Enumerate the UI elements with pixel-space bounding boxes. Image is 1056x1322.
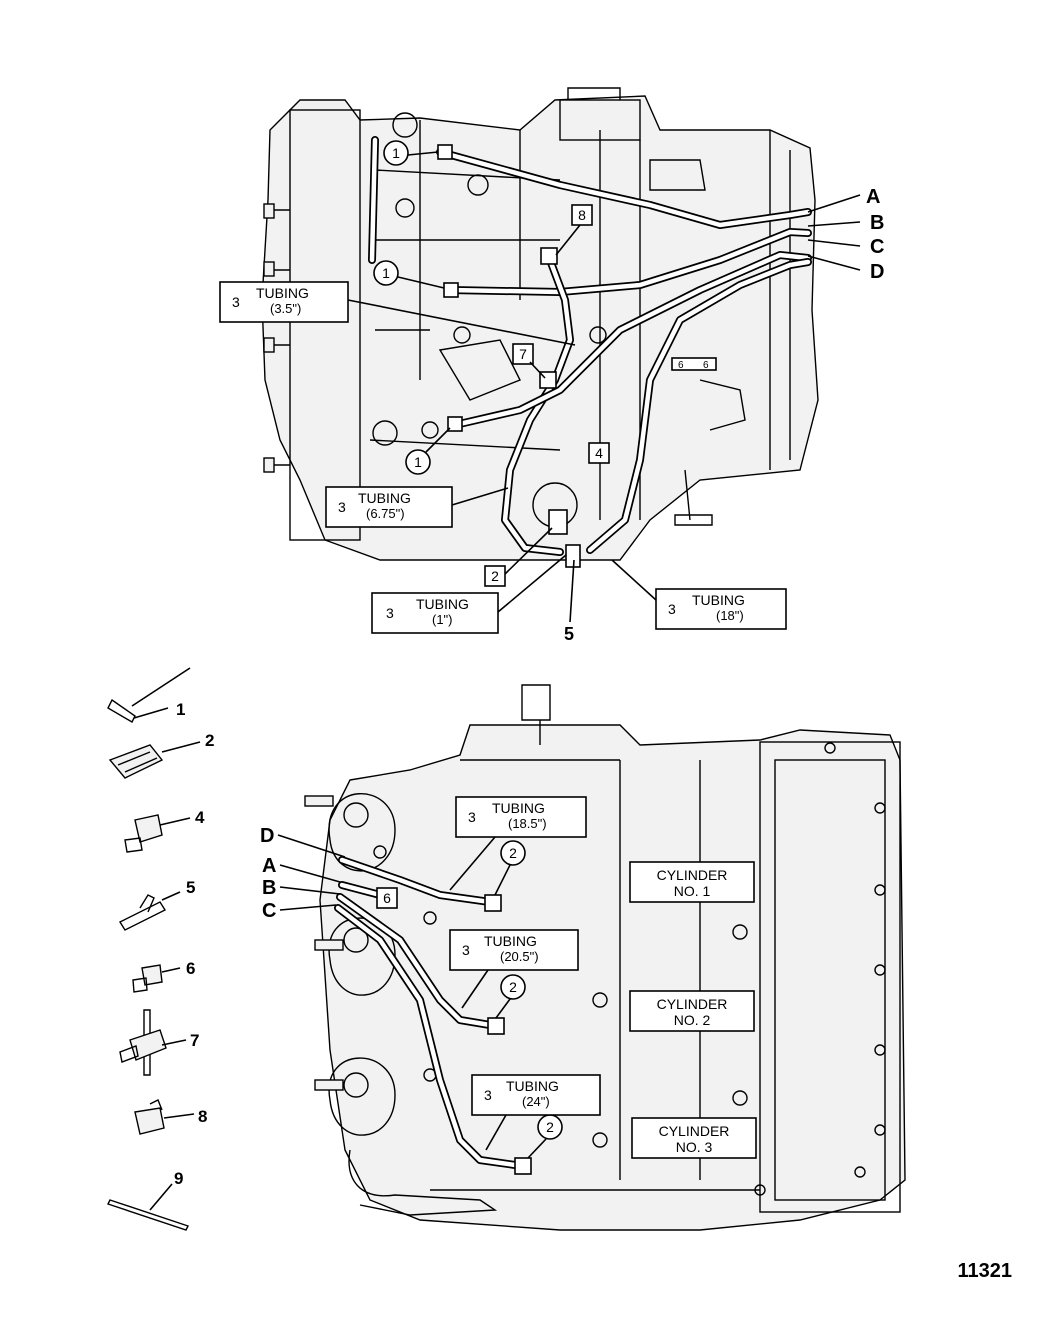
ref-box-7-top: 7 [519,346,527,362]
tube-letter-callouts: A B C D [807,186,884,283]
ref-box-2-top: 2 [491,568,499,584]
tubing-label-24: 3 TUBING (24") [471,1074,601,1151]
ref-circle-2-middle: 2 [509,979,517,995]
bottom-view-refs: 6 2 2 2 [376,840,563,1159]
cylinder-label-3: CYLINDER NO. 3 [631,1117,757,1159]
tubing-label-1: 3 TUBING (1") [371,554,567,634]
svg-text:2: 2 [205,731,214,750]
svg-text:(20.5"): (20.5") [500,949,539,964]
tubing-label-18: 3 TUBING (18") [611,559,787,630]
tubing-label-6-75: 3 TUBING (6.75") [325,486,509,528]
svg-text:TUBING: TUBING [416,596,469,612]
top-tubing-labels: 3 TUBING (3.5") 3 TUBING (6.75") 3 TUBIN… [219,281,787,634]
svg-text:3: 3 [668,601,676,617]
parts-legend: 1 2 4 5 6 [107,667,214,1231]
svg-text:(18.5"): (18.5") [508,816,547,831]
figure-number: 11321 [957,1260,1012,1282]
svg-text:TUBING: TUBING [358,490,411,506]
ref-circle-2-upper: 2 [509,845,517,861]
cylinder-label-1: CYLINDER NO. 1 [629,861,755,903]
ref-circle-1-low: 1 [414,454,422,470]
ref-circle-1-mid: 1 [382,265,390,281]
svg-text:(1"): (1") [432,612,453,627]
svg-text:(24"): (24") [522,1094,550,1109]
tube-letter-c: C [870,236,884,258]
bottom-tube-letters: D A B C [260,825,346,922]
svg-text:6: 6 [186,959,195,978]
svg-text:NO. 1: NO. 1 [674,883,711,899]
svg-text:CYLINDER: CYLINDER [657,996,728,1012]
svg-text:TUBING: TUBING [506,1078,559,1094]
part-9-tie-strap-icon: 9 [107,1169,189,1231]
svg-text:3: 3 [338,499,346,515]
svg-text:CYLINDER: CYLINDER [659,1123,730,1139]
tube-letter-d: D [870,261,884,283]
svg-text:TUBING: TUBING [484,933,537,949]
svg-text:3: 3 [484,1087,492,1103]
bottom-tube-letter-b: B [262,877,276,899]
svg-text:1: 1 [176,700,185,719]
fitting-mark-6b: 6 [703,360,709,371]
tube-letter-a: A [866,186,880,208]
svg-text:8: 8 [198,1107,207,1126]
svg-text:(6.75"): (6.75") [366,506,405,521]
bottom-engine-view [304,684,906,1231]
bottom-tube-letter-c: C [262,900,276,922]
bottom-tubing-labels: 3 TUBING (18.5") 3 TUBING (20.5") 3 TUBI… [449,796,601,1151]
svg-text:TUBING: TUBING [256,285,309,301]
svg-text:NO. 2: NO. 2 [674,1012,711,1028]
part-5-tee-icon: 5 [118,878,195,931]
part-7-tee-icon: 7 [119,1009,199,1076]
part-2-fuel-fitting-icon: 2 [108,731,214,779]
top-engine-view: 6 6 [261,87,819,568]
ref-box-6-bottom: 6 [383,890,391,906]
part-6-elbow-icon: 6 [132,959,195,993]
svg-text:7: 7 [190,1031,199,1050]
svg-text:3: 3 [462,942,470,958]
tubing-label-20-5: 3 TUBING (20.5") [449,929,579,1009]
svg-text:3: 3 [468,809,476,825]
tubing-label-18-5: 3 TUBING (18.5") [449,796,587,891]
ref-box-8-top: 8 [578,207,586,223]
ref-5-top: 5 [564,624,574,644]
svg-text:4: 4 [195,808,205,827]
ref-circle-1-top: 1 [392,145,400,161]
svg-text:TUBING: TUBING [492,800,545,816]
bottom-tube-letter-a: A [262,855,276,877]
ref-box-4-top: 4 [595,445,603,461]
part-4-elbow-icon: 4 [124,808,205,853]
cylinder-labels: CYLINDER NO. 1 CYLINDER NO. 2 CYLINDER N… [629,861,757,1159]
svg-text:3: 3 [232,294,240,310]
fitting-mark-6a: 6 [678,360,684,371]
svg-text:(3.5"): (3.5") [270,301,301,316]
top-view-refs: 1 1 1 8 7 4 2 5 [373,140,610,644]
cylinder-label-2: CYLINDER NO. 2 [629,990,755,1032]
tube-letter-b: B [870,212,884,234]
svg-text:5: 5 [186,878,195,897]
tubing-label-3-5: 3 TUBING (3.5") [219,281,576,346]
svg-text:3: 3 [386,605,394,621]
bottom-tube-letter-d: D [260,825,274,847]
svg-text:(18"): (18") [716,608,744,623]
svg-text:9: 9 [174,1169,183,1188]
part-8-fitting-icon: 8 [134,1099,207,1135]
svg-text:CYLINDER: CYLINDER [657,867,728,883]
svg-text:TUBING: TUBING [692,592,745,608]
ref-circle-2-lower: 2 [546,1119,554,1135]
svg-text:NO. 3: NO. 3 [676,1139,713,1155]
part-1-check-valve-icon: 1 [107,667,191,723]
